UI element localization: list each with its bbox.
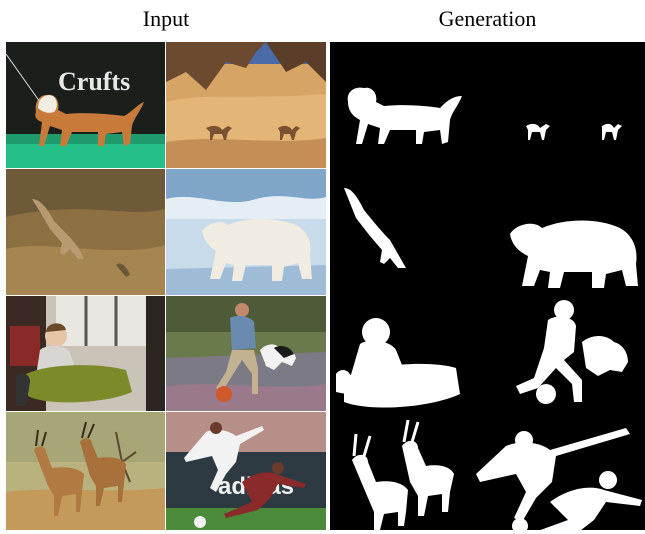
input-image-man-dog: [166, 296, 326, 411]
mask-soccer-player-bottom-head: [599, 471, 617, 489]
generation-column-heading: Generation: [438, 6, 537, 31]
input-image-dog: Crufts: [6, 42, 165, 168]
mask-soccer-player-top-head: [515, 431, 533, 449]
crufts-sign-text: Crufts: [58, 67, 130, 96]
mask-antelope-left-body: [352, 454, 408, 530]
mask-soccer-player-top: [476, 428, 630, 522]
mask-polar-bear: [510, 220, 638, 288]
input-image-camels: [166, 42, 326, 168]
input-image-fox: [6, 169, 165, 295]
mask-ball-man: [536, 384, 556, 404]
mask-dog: [347, 87, 462, 144]
input-image-soccer: adidas: [166, 412, 326, 530]
input-column-heading: Input: [142, 6, 190, 31]
mask-child-head: [362, 318, 390, 346]
mask-camel-left: [526, 123, 550, 140]
input-image-antelopes: [6, 412, 165, 530]
mask-man-body: [516, 316, 582, 402]
mask-dog-jumping: [582, 336, 628, 376]
mask-man-head: [554, 300, 574, 320]
mask-antelope-right: [402, 419, 420, 443]
input-image-polar-bear: [166, 169, 326, 295]
mask-fox: [344, 188, 406, 268]
mask-soccer-ball: [512, 518, 528, 534]
mask-antelope-right-body: [402, 440, 454, 516]
mask-stroller: [336, 363, 460, 408]
mask-soccer-player-bottom: [529, 487, 642, 534]
input-image-child-stroller: [6, 296, 165, 411]
mask-antelope-left: [352, 433, 372, 457]
mask-camel-right: [602, 123, 622, 140]
